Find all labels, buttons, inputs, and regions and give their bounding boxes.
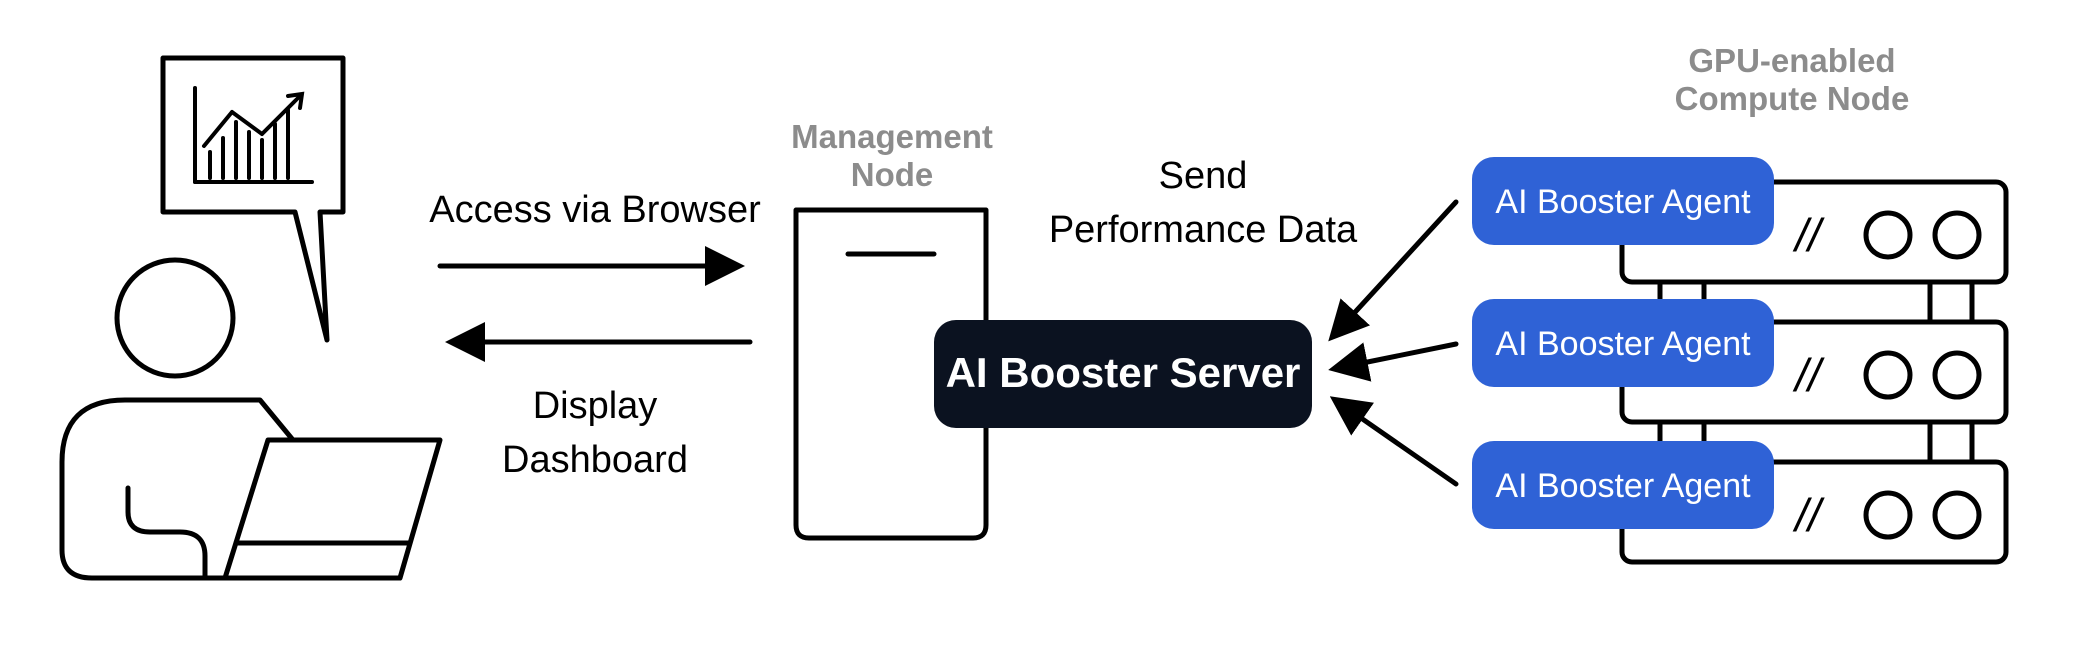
agent-label: AI Booster Agent <box>1495 183 1751 221</box>
rack-status-icon <box>1932 350 1982 400</box>
rack-status-icon <box>1863 350 1913 400</box>
ai-booster-server-box <box>934 320 1312 428</box>
rack-status-icon <box>1863 490 1913 540</box>
send-label-line1: Send <box>1159 155 1248 197</box>
ai-booster-agent-1: AI Booster Agent <box>1472 157 1774 245</box>
agent-label: AI Booster Agent <box>1495 325 1751 363</box>
display-label-line1: Display <box>533 385 658 427</box>
rack-status-icon <box>1932 210 1982 260</box>
agent-arrow-2 <box>1328 341 1459 382</box>
gpu-node-label-line2: Compute Node <box>1675 80 1910 117</box>
ai-booster-agent-3: AI Booster Agent <box>1472 441 1774 529</box>
chart-icon <box>193 86 314 184</box>
user-icon <box>59 55 443 581</box>
display-label-line2: Dashboard <box>502 439 688 481</box>
management-node-label-line2: Node <box>851 156 934 193</box>
ai-booster-server: AI Booster Server <box>934 320 1312 428</box>
person-head-icon <box>114 257 236 379</box>
rack-vent-mark: // <box>1792 349 1825 401</box>
gpu-server-rack-icon: // // // <box>1619 179 2009 565</box>
gpu-node-label-line1: GPU-enabled <box>1688 42 1895 79</box>
agent-arrow-3 <box>1329 396 1459 487</box>
agent-arrow-1 <box>1328 199 1459 342</box>
ai-booster-agent-2: AI Booster Agent <box>1472 299 1774 387</box>
rack-vent-mark: // <box>1792 489 1825 541</box>
rack-status-icon <box>1863 210 1913 260</box>
rack-vent-mark: // <box>1792 209 1825 261</box>
agent-label: AI Booster Agent <box>1495 467 1751 505</box>
speech-bubble-icon <box>160 55 346 343</box>
management-node-label-line1: Management <box>791 118 993 155</box>
send-label-line2: Performance Data <box>1049 209 1358 251</box>
laptop-icon <box>222 437 443 581</box>
access-label: Access via Browser <box>429 189 761 231</box>
rack-status-icon <box>1932 490 1982 540</box>
ai-booster-server-label: AI Booster Server <box>946 349 1301 396</box>
management-node-tower-icon <box>793 207 989 541</box>
person-body-icon <box>59 397 296 581</box>
